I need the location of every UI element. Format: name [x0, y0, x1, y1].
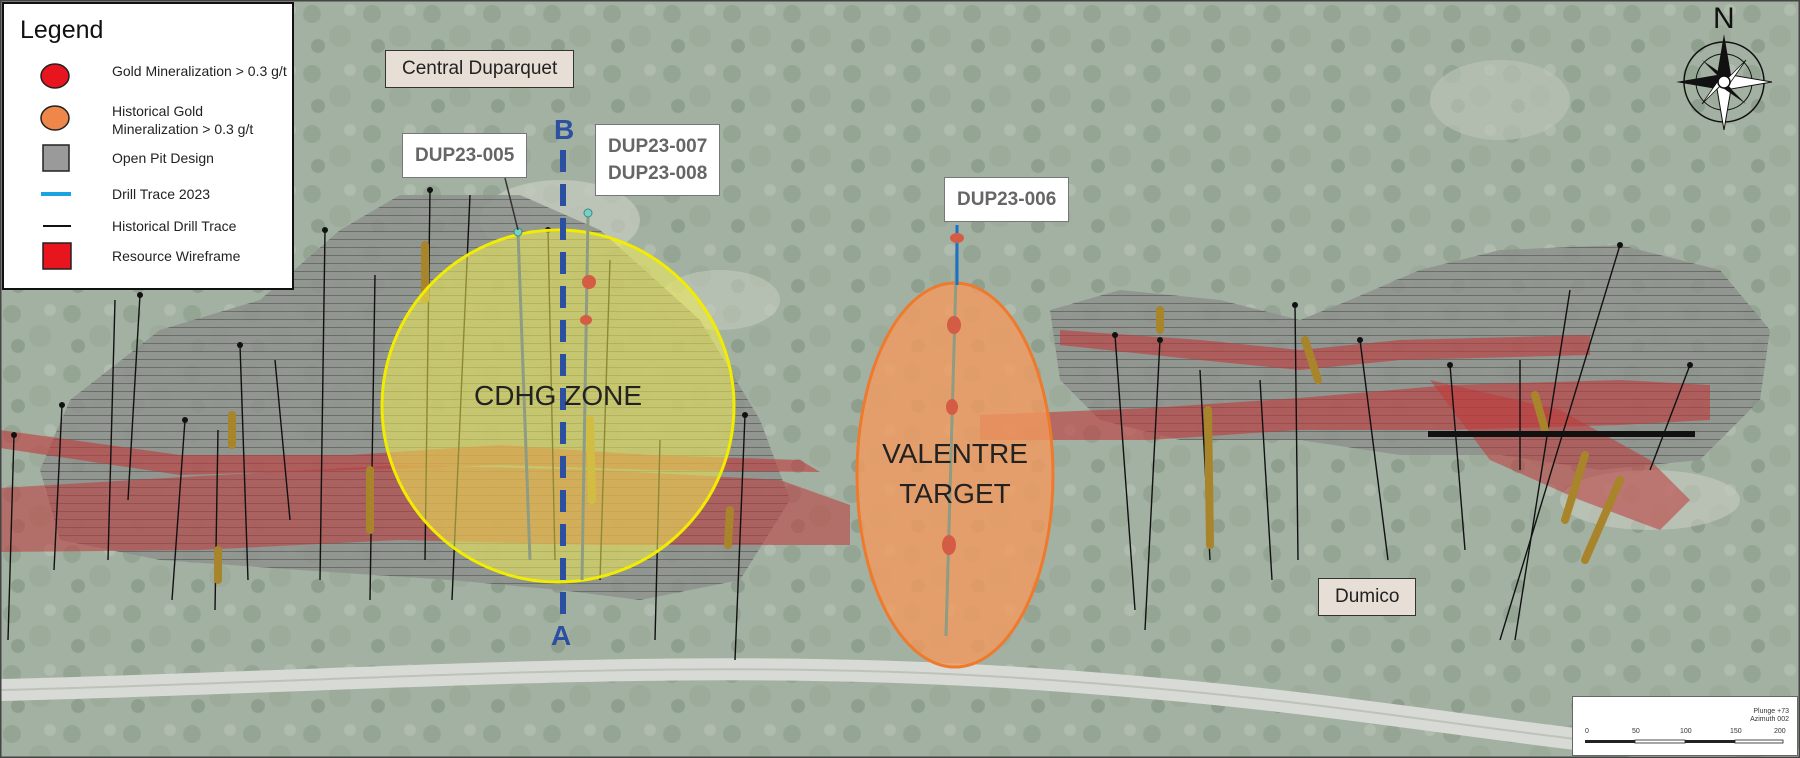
north-label: N: [1713, 2, 1735, 35]
legend-label-resource-wireframe: Resource Wireframe: [112, 248, 241, 264]
legend-title: Legend: [20, 16, 104, 44]
callout-dup23-007-008: DUP23-007 DUP23-008: [595, 124, 721, 196]
wireframe-east-3: [1430, 380, 1690, 530]
callout-dup23-008: DUP23-008: [608, 163, 708, 184]
scale-ruler: [1585, 739, 1784, 744]
valentre-label-line2: TARGET: [899, 478, 1011, 509]
section-label-b: B: [554, 114, 575, 145]
legend-panel: Legend Gold Mineralization > 0.3 g/t His…: [2, 2, 294, 290]
legend-label-open-pit: Open Pit Design: [112, 150, 214, 166]
legend-label-gold: Gold Mineralization > 0.3 g/t: [112, 63, 287, 79]
red-square-icon: [42, 242, 72, 270]
legend-label-drill-2023: Drill Trace 2023: [112, 186, 211, 202]
wireframe-east-2: [1060, 330, 1590, 370]
scale-tick-200: 200: [1774, 728, 1786, 735]
valentre-target-label: VALENTRE TARGET: [855, 434, 1055, 514]
callout-dup23-007: DUP23-007: [608, 136, 708, 157]
orange-circle-icon: [40, 105, 70, 131]
cdhg-zone-label: CDHG ZONE: [474, 380, 642, 411]
scale-tick-150: 150: [1730, 728, 1742, 735]
scale-azimuth: Azimuth 002: [1750, 716, 1789, 723]
scale-plunge: Plunge +73: [1753, 708, 1789, 715]
scale-bar: Plunge +73 Azimuth 002 0 50 100 150 200: [1572, 696, 1798, 756]
scale-tick-0: 0: [1585, 728, 1589, 735]
legend-label-historical-gold: Historical Gold Mineralization > 0.3 g/t: [112, 103, 254, 137]
place-label-central-duparquet: Central Duparquet: [385, 50, 575, 88]
black-line-icon: [43, 225, 71, 227]
callout-dup23-005: DUP23-005: [402, 133, 528, 178]
valentre-label-line1: VALENTRE: [882, 438, 1028, 469]
red-circle-icon: [40, 63, 70, 89]
scale-tick-100: 100: [1680, 728, 1692, 735]
compass-rose-icon: [1676, 34, 1773, 131]
gray-square-icon: [42, 144, 70, 172]
cdhg-zone: [380, 228, 736, 584]
place-label-dumico: Dumico: [1318, 578, 1417, 616]
legend-label-historical-drill: Historical Drill Trace: [112, 218, 237, 234]
callout-dup23-006: DUP23-006: [944, 177, 1070, 222]
historical-mineralization: [214, 241, 1624, 584]
blue-line-icon: [41, 192, 71, 196]
scale-tick-50: 50: [1632, 728, 1640, 735]
mineralization-2023: [580, 233, 964, 555]
section-label-a: A: [551, 620, 572, 651]
